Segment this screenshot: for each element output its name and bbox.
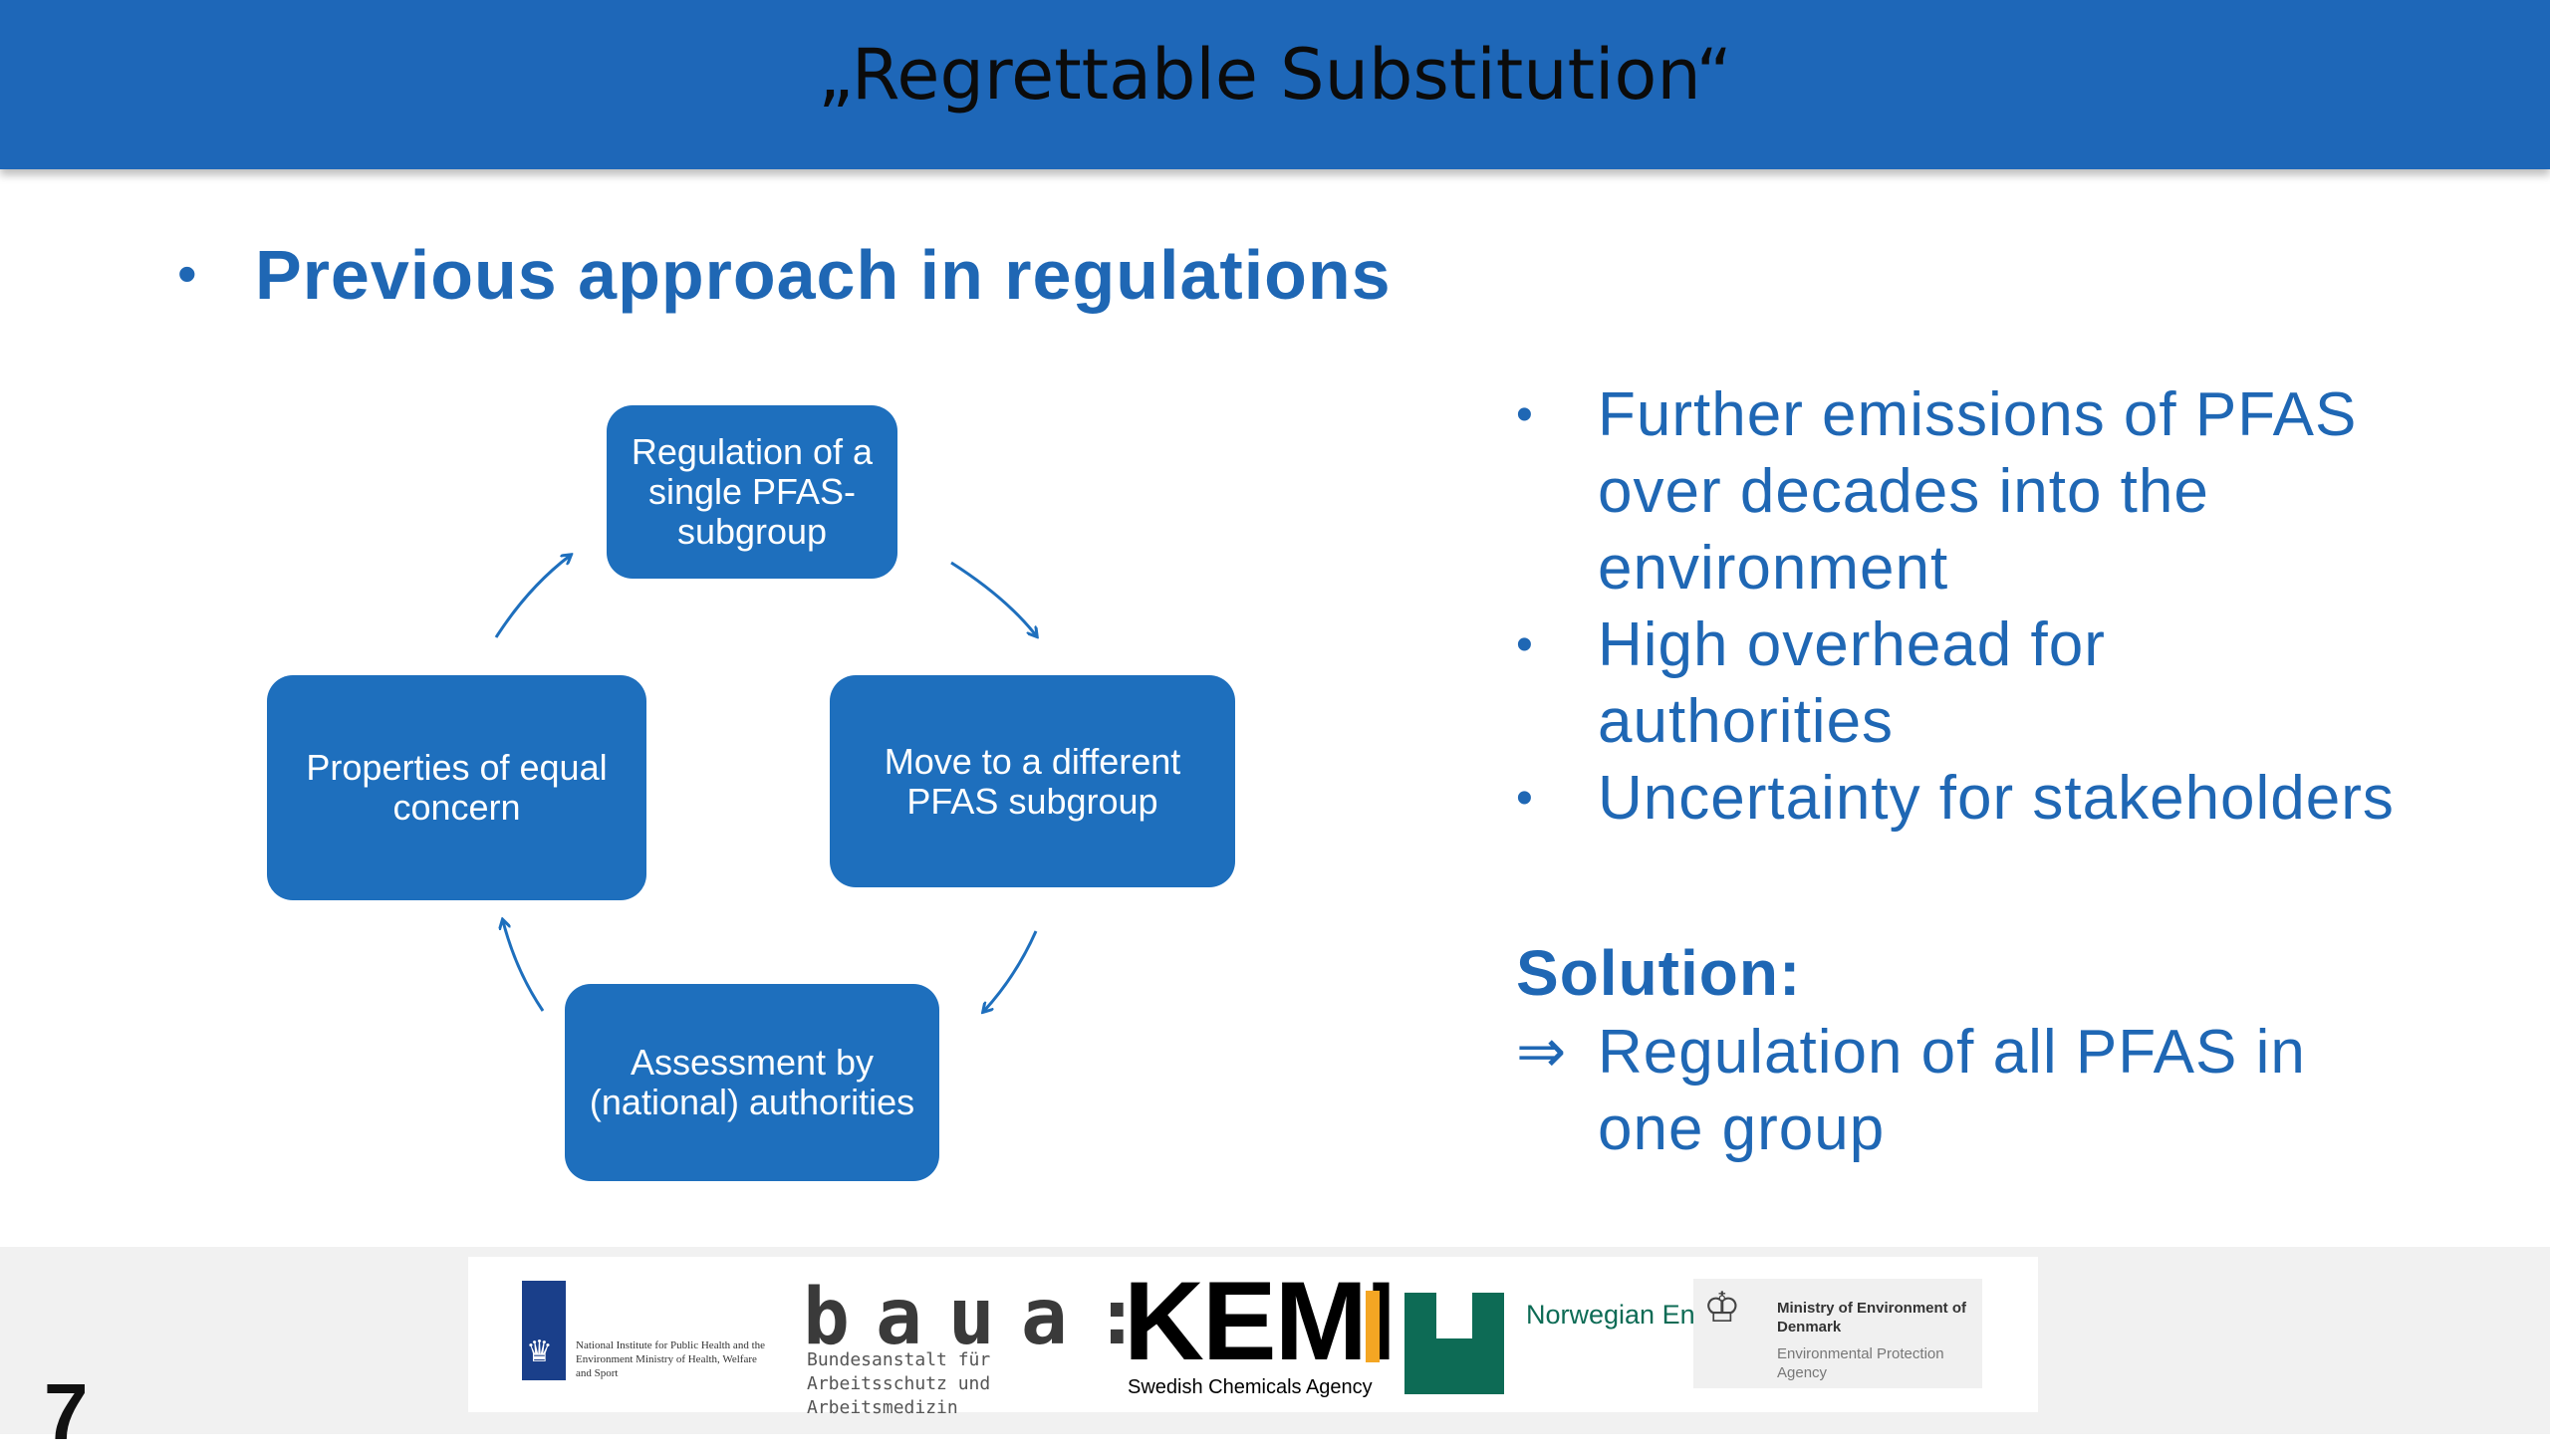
cycle-box-move: Move to a different PFAS subgroup <box>830 675 1235 887</box>
consequence-item: • Further emissions of PFAS over decades… <box>1502 376 2419 607</box>
list-bullet: • <box>1516 618 1534 671</box>
list-bullet: • <box>1516 388 1534 441</box>
arrow-right-to-bottom <box>984 930 1038 1011</box>
consequence-list: • Further emissions of PFAS over decades… <box>1502 376 2419 837</box>
crown-icon: ♔ <box>1703 1283 1741 1332</box>
consequence-text: High overhead for authorities <box>1598 610 2106 756</box>
cycle-box-regulation: Regulation of a single PFAS-subgroup <box>607 405 897 579</box>
arrow-top-to-right <box>950 561 1036 635</box>
solution-text: Regulation of all PFAS in one group <box>1598 1018 2306 1163</box>
solution-row: ⇒ Regulation of all PFAS in one group <box>1516 1014 2413 1167</box>
rivm-logo <box>522 1281 566 1380</box>
arrow-bottom-to-left <box>503 921 545 1012</box>
consequence-item: • Uncertainty for stakeholders <box>1502 760 2419 837</box>
page-number: 7 <box>44 1367 89 1456</box>
danish-ministry-subtitle: Environmental Protection Agency <box>1777 1345 1944 1381</box>
slide-title: „Regrettable Substitution“ <box>818 34 1732 116</box>
nea-logo-notch <box>1436 1293 1472 1338</box>
solution-label: Solution: <box>1516 937 1802 1009</box>
consequence-text: Uncertainty for stakeholders <box>1598 764 2395 833</box>
cycle-box-assessment: Assessment by (national) authorities <box>565 984 939 1181</box>
consequence-text: Further emissions of PFAS over decades i… <box>1598 380 2358 603</box>
section-heading: Previous approach in regulations <box>255 236 1392 314</box>
header-bar: „Regrettable Substitution“ <box>0 0 2550 169</box>
danish-ministry-logo <box>1693 1279 1982 1388</box>
implies-arrow-icon: ⇒ <box>1516 1017 1568 1087</box>
rivm-logo-text: National Institute for Public Health and… <box>576 1339 766 1379</box>
baua-logo-text: Bundesanstalt für Arbeitsschutz und Arbe… <box>807 1349 991 1418</box>
cycle-box-properties: Properties of equal concern <box>267 675 646 900</box>
kemi-logo-text: Swedish Chemicals Agency <box>1128 1376 1373 1398</box>
danish-ministry-title: Ministry of Environment of Denmark <box>1777 1300 1967 1335</box>
arrow-left-to-top <box>494 556 570 638</box>
baua-logo: baua: <box>803 1273 1166 1362</box>
list-bullet: • <box>1516 772 1534 825</box>
consequence-item: • High overhead for authorities <box>1502 607 2419 760</box>
kemi-logo-accent <box>1366 1291 1380 1362</box>
heading-bullet: • <box>177 242 197 305</box>
coat-of-arms-icon: ♛ <box>526 1335 553 1369</box>
kemi-logo: KEMI <box>1124 1259 1397 1383</box>
